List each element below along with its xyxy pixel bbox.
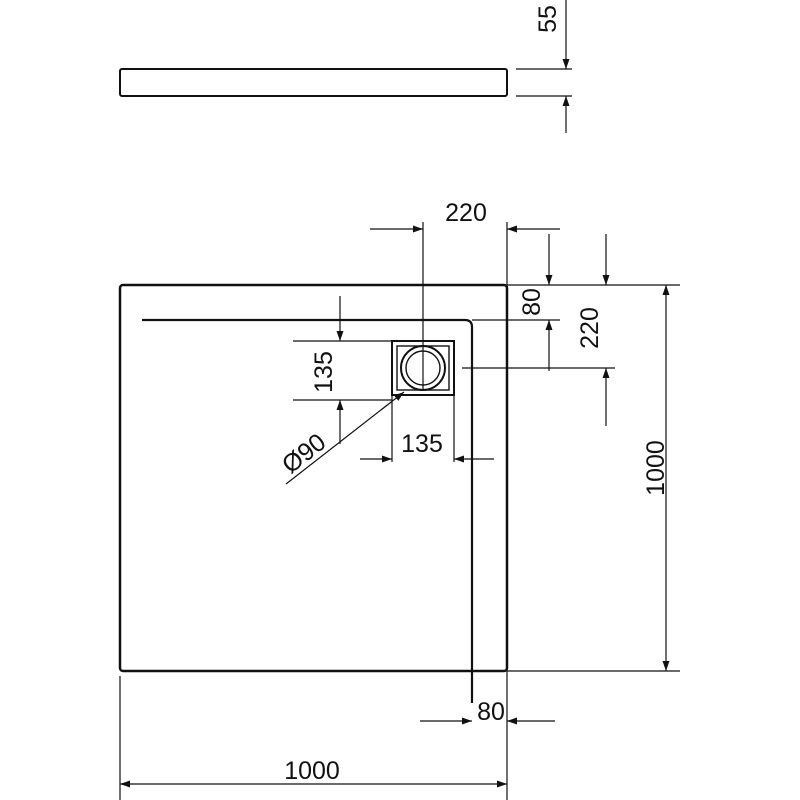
label-drain-box-width: 135 <box>401 430 443 458</box>
label-rim-width-right: 80 <box>477 698 505 726</box>
side-view <box>119 0 572 133</box>
label-drain-offset-y: 220 <box>576 307 604 349</box>
tray-profile <box>119 68 508 97</box>
dim-arrow-diameter-leader <box>285 391 405 485</box>
plan-view <box>118 222 680 800</box>
tray-outline <box>118 283 509 673</box>
label-tray-height: 55 <box>534 5 562 33</box>
label-rim-width-top: 80 <box>518 288 546 316</box>
label-tray-width: 1000 <box>284 757 340 785</box>
label-drain-box-height: 135 <box>310 351 338 393</box>
label-drain-diameter: Ø90 <box>277 428 331 479</box>
label-tray-depth: 1000 <box>642 440 670 496</box>
inner-basin-outline <box>142 318 474 703</box>
label-drain-offset-x: 220 <box>445 199 487 227</box>
